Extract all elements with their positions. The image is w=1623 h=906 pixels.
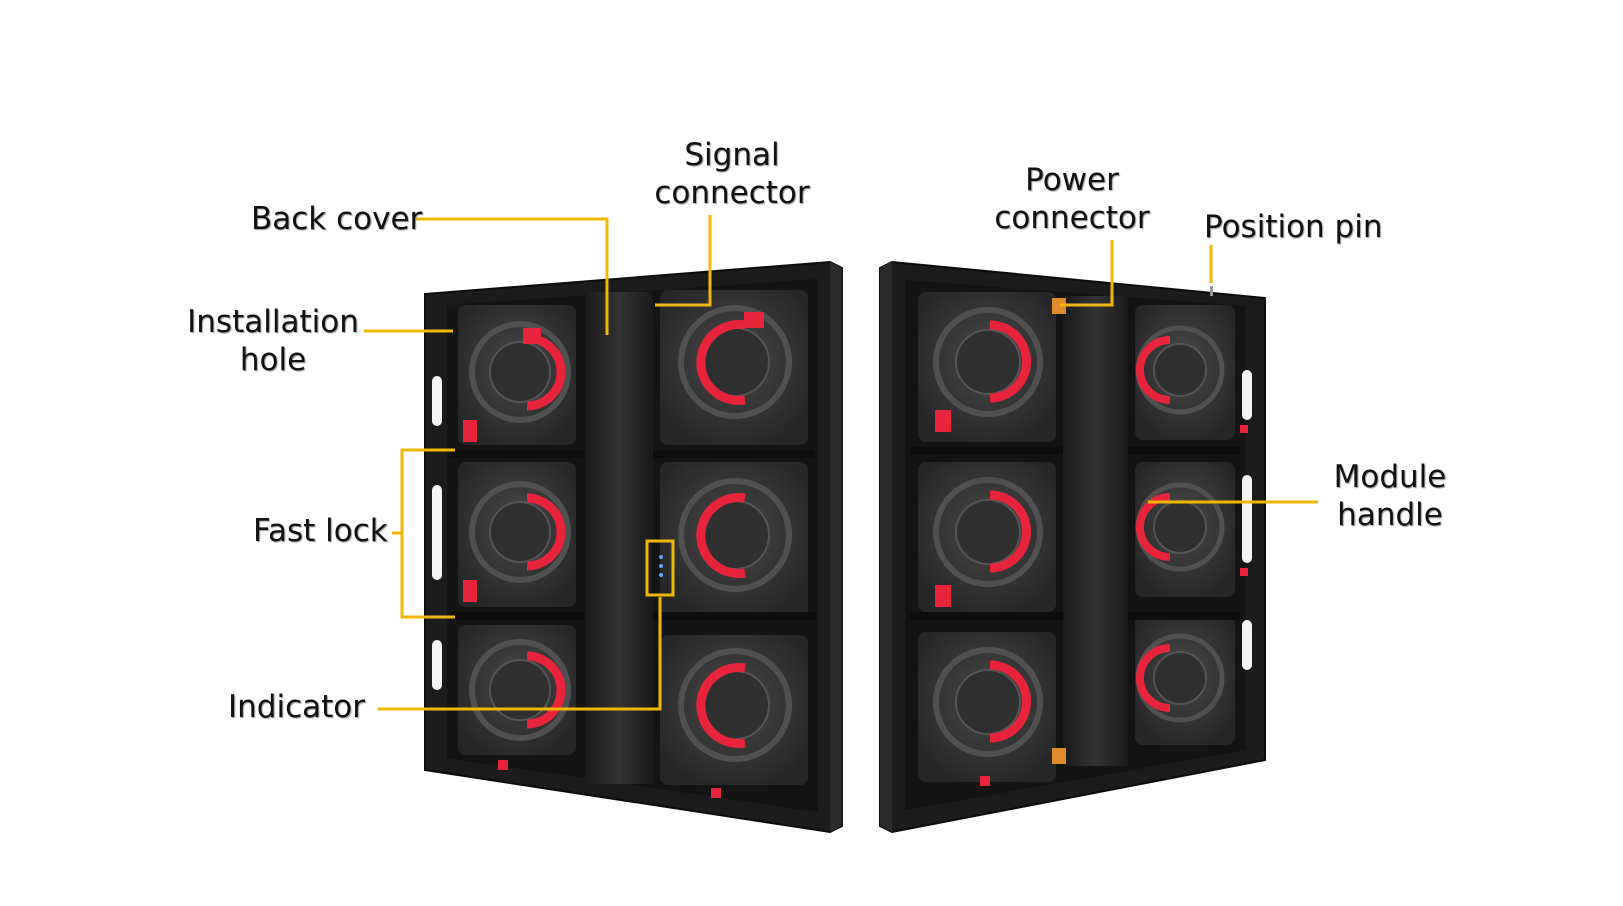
left-cabinet (424, 260, 843, 834)
label-module-handle: Module handle (1320, 458, 1460, 534)
power-connector-bottom (1052, 748, 1066, 764)
right-bottom-red (980, 776, 990, 786)
right-module-6 (1135, 615, 1235, 745)
label-power-connector-line-1: Power (1025, 162, 1119, 198)
indicator-led-1 (659, 555, 663, 559)
power-connector-top (1052, 298, 1066, 314)
right-module-1 (918, 292, 1056, 442)
left-bottom-red-2 (711, 788, 721, 798)
label-module-handle-line-2: handle (1337, 497, 1443, 533)
indicator-led-2 (659, 564, 663, 568)
left-module-6 (660, 635, 808, 785)
right-center-bar (1063, 296, 1128, 766)
label-back-cover: Back cover (251, 201, 423, 237)
right-module-3 (918, 632, 1056, 782)
left-handle-slot-top (432, 376, 442, 426)
label-module-handle-line-1: Module (1333, 459, 1447, 495)
right-cabinet (879, 260, 1266, 834)
right-handle-slot-bot (1242, 620, 1252, 670)
leader-signal-connector (655, 215, 712, 307)
right-module-2 (918, 462, 1056, 612)
left-handle-slot-mid (432, 485, 442, 580)
label-power-connector-line-2: connector (994, 200, 1150, 236)
left-handle-slot-bot (432, 640, 442, 690)
left-module-4 (660, 290, 808, 445)
left-module-1 (458, 305, 576, 445)
label-signal-connector-line-2: connector (654, 175, 810, 211)
leader-lines (364, 215, 1318, 711)
label-installation-hole-line-2: hole (239, 342, 307, 378)
indicator-highlight-box (645, 539, 675, 597)
left-fast-lock-upper (463, 420, 477, 442)
label-indicator: Indicator (228, 689, 365, 725)
label-power-connector: Power connector (990, 161, 1154, 237)
label-installation-hole-line-1: Installation (187, 304, 359, 340)
right-module-4 (1135, 305, 1235, 440)
left-center-bar (585, 292, 653, 784)
right-module-5 (1135, 462, 1235, 597)
right-side-red-1 (1240, 425, 1248, 433)
left-bottom-red-1 (498, 760, 508, 770)
indicator-led-3 (659, 573, 663, 577)
right-handle-slot-top (1242, 370, 1252, 420)
left-cabinet-side-edge (830, 262, 842, 832)
leader-power-connector (1060, 240, 1114, 307)
leader-back-cover (415, 217, 609, 335)
left-module-3 (458, 625, 576, 755)
right-cabinet-side-edge (880, 262, 892, 832)
leader-indicator (378, 597, 662, 711)
right-fast-lock-upper (935, 410, 951, 432)
right-fast-lock-lower (935, 585, 951, 607)
position-pin (1210, 286, 1213, 296)
label-signal-connector-line-1: Signal (684, 137, 780, 173)
left-fast-lock-lower (463, 580, 477, 602)
label-position-pin: Position pin (1204, 209, 1383, 245)
right-side-red-2 (1240, 568, 1248, 576)
right-handle-slot-mid (1242, 475, 1252, 563)
left-module-2 (458, 462, 576, 607)
label-installation-hole: Installation hole (183, 303, 363, 379)
label-signal-connector: Signal connector (650, 136, 814, 212)
label-fast-lock: Fast lock (253, 513, 388, 549)
left-module-5 (660, 462, 808, 617)
